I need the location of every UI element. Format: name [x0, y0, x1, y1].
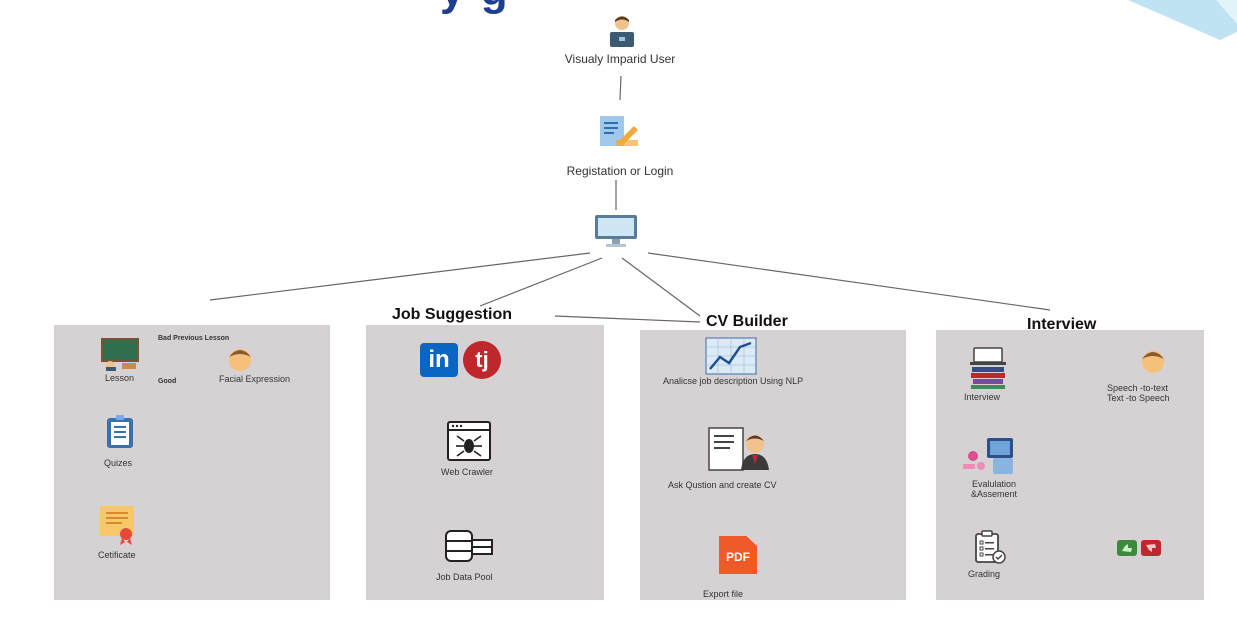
good-label: Good	[158, 378, 177, 385]
quiz-clipboard-icon	[107, 415, 133, 448]
cv-builder-heading: CV Builder	[706, 313, 788, 330]
job-data-pool-label: Job Data Pool	[436, 572, 493, 582]
analysis-chart-icon	[705, 337, 757, 375]
database-icon	[445, 530, 493, 562]
facial-expression-label: Facial Expression	[219, 374, 291, 384]
quizes-label: Quizes	[104, 458, 133, 468]
learning-panel	[54, 325, 330, 600]
ask-question-label: Ask Qustion and create CV	[668, 480, 777, 490]
register-label: Registation or Login	[566, 164, 674, 178]
bad-previous-lesson-label: Bad Previous Lesson	[158, 335, 230, 342]
page-title-fragment: y g	[440, 0, 510, 16]
job-suggestion-heading: Job Suggestion	[392, 306, 512, 323]
lesson-board-icon	[101, 338, 139, 371]
certificate-label: Cetificate	[98, 550, 136, 560]
user-label: Visualy Imparid User	[564, 52, 676, 66]
speaker-face-icon	[1142, 351, 1164, 373]
thumbs-icon	[1117, 540, 1161, 556]
tj-logo: tj	[463, 341, 501, 379]
books-laptop-icon	[970, 347, 1006, 389]
monitor-icon	[595, 215, 637, 247]
pdf-file-icon: PDF	[719, 536, 757, 574]
export-file-label: Export file	[703, 589, 744, 599]
interview-heading: Interview	[1027, 316, 1097, 333]
web-crawler-icon	[447, 421, 491, 461]
evaluation-label: Evalulation	[971, 479, 1017, 489]
face-icon	[229, 349, 251, 371]
user-laptop-icon	[610, 16, 634, 47]
interview-label: Interview	[964, 392, 1001, 402]
certificate-icon	[100, 506, 134, 545]
cv-person-icon	[708, 427, 769, 471]
assessment-label: &Assement	[970, 489, 1018, 499]
cv-builder-panel	[640, 330, 906, 600]
corner-decoration	[1128, 0, 1237, 40]
evaluation-icon	[963, 438, 1013, 474]
analyse-label: Analicse job description Using NLP	[663, 376, 804, 386]
web-crawler-label: Web Crawler	[441, 467, 493, 477]
grading-label: Grading	[968, 569, 1001, 579]
lesson-label: Lesson	[105, 373, 135, 383]
linkedin-logo: in	[420, 343, 458, 377]
grading-clipboard-icon	[975, 530, 1006, 564]
speech-to-text-label: Speech -to-text	[1107, 383, 1169, 393]
registration-form-icon	[600, 116, 638, 146]
text-to-speech-label: Text -to Speech	[1107, 393, 1170, 403]
